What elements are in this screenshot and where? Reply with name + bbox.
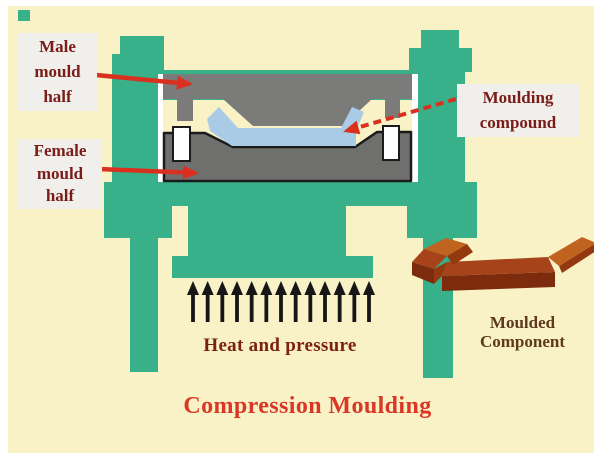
- pressure-up-arrow: [363, 281, 375, 322]
- pressure-up-arrow: [260, 281, 273, 322]
- label-line: Female: [33, 141, 87, 160]
- pressure-up-arrow: [275, 281, 287, 322]
- pressure-up-arrow: [348, 281, 361, 322]
- press-frame: [18, 10, 477, 378]
- male-mould-punch: [223, 99, 372, 126]
- label-moulded-component: Moulded Component: [460, 313, 585, 351]
- moulding-compound-shape: [207, 107, 364, 146]
- edge-bottom: [0, 453, 600, 460]
- edge-right: [594, 0, 600, 460]
- moulded-component: [412, 237, 596, 291]
- male-mould-plate: [163, 74, 412, 99]
- right-column-collar: [407, 206, 477, 238]
- pressure-up-arrow: [245, 281, 258, 322]
- pressure-up-arrow: [216, 281, 229, 322]
- label-line: compound: [479, 113, 557, 132]
- bottom-platen: [104, 182, 477, 206]
- right-guide-bush: [382, 125, 400, 161]
- pressure-up-arrow: [201, 281, 214, 322]
- female-mould-half: [162, 125, 413, 183]
- component-right-flange-edge: [559, 243, 596, 273]
- male-mould-half: [163, 74, 412, 126]
- label-line: half: [45, 186, 75, 205]
- component-web-front: [442, 272, 555, 291]
- component-hat-right-slope: [447, 244, 473, 265]
- pressure-up-arrow: [304, 281, 317, 322]
- male-mould-pointer-arrow: [95, 72, 193, 90]
- left-guide-pin: [177, 99, 193, 121]
- label-heat-and-pressure: Heat and pressure: [203, 335, 357, 356]
- label-line: Component: [479, 332, 565, 351]
- component-left-tip-front: [412, 262, 434, 284]
- right-guide-pin: [385, 99, 400, 118]
- diagram-title: Compression Moulding: [183, 393, 432, 419]
- component-web-top: [442, 257, 555, 276]
- pressure-up-arrow: [289, 281, 302, 322]
- female-mould-pointer-arrow: [98, 165, 199, 180]
- pressure-up-arrow: [319, 281, 331, 322]
- label-line: mould: [36, 163, 84, 183]
- left-column-lower: [130, 238, 158, 372]
- label-line: Male: [39, 37, 76, 56]
- edge-top: [0, 0, 600, 6]
- pressure-arrows: [187, 281, 375, 322]
- pressure-up-arrow: [231, 281, 243, 322]
- label-male-mould-half: Male mould half: [18, 33, 97, 111]
- right-column-cap: [421, 30, 459, 52]
- left-gap-strip: [158, 74, 163, 182]
- moulding-compound-pointer-arrow: [343, 97, 457, 135]
- left-column-upper: [112, 54, 158, 182]
- label-line: Moulding: [482, 88, 554, 107]
- component-right-flange-top: [548, 237, 596, 266]
- component-hat-ridge: [424, 238, 467, 256]
- pedestal-lower: [172, 256, 373, 278]
- pressure-up-arrow: [333, 281, 346, 322]
- label-line: Moulded: [489, 313, 556, 332]
- label-female-mould-half: Female mould half: [18, 139, 102, 209]
- edge-left: [0, 0, 8, 460]
- female-mould-block: [162, 130, 413, 183]
- right-gap-strip: [412, 74, 418, 182]
- left-guide-bush: [172, 126, 191, 162]
- label-moulding-compound: Moulding compound: [457, 84, 579, 137]
- label-line: mould: [34, 62, 81, 81]
- pedestal-upper: [188, 206, 346, 256]
- corner-artifact: [18, 10, 30, 21]
- component-left-slope: [412, 249, 447, 269]
- pressure-up-arrow: [187, 281, 199, 322]
- component-hat-front: [434, 262, 447, 284]
- left-column-collar: [104, 206, 172, 238]
- label-line: half: [43, 87, 72, 106]
